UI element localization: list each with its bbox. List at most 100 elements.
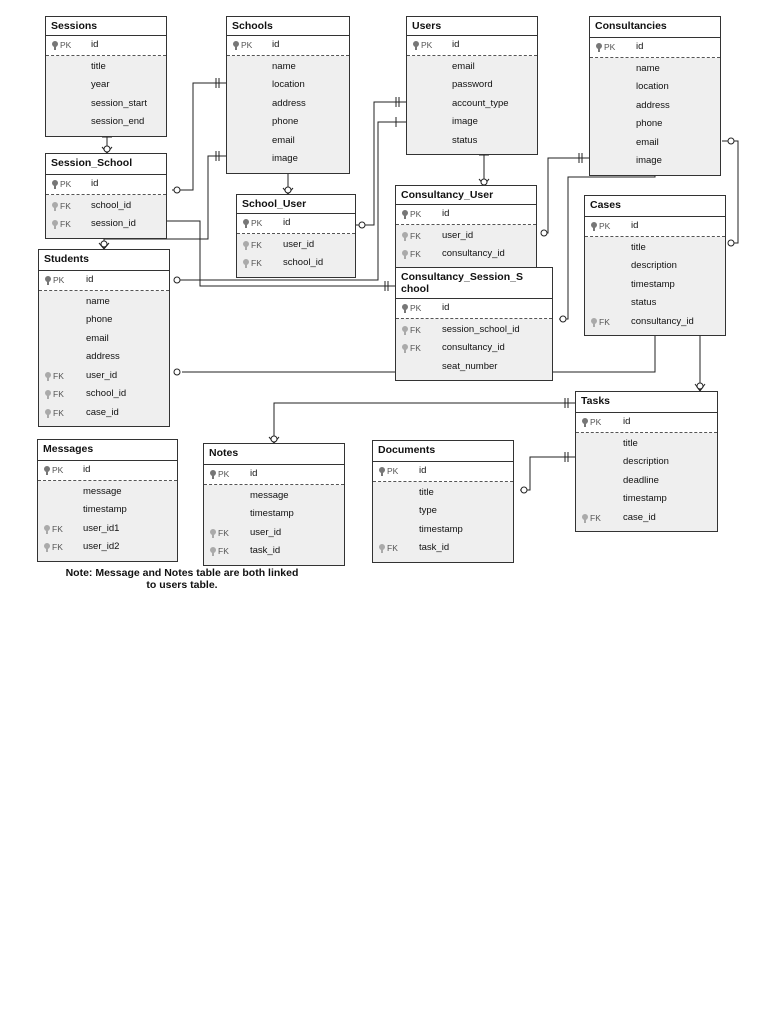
relationship-line <box>176 121 406 281</box>
field-name: description <box>631 260 677 271</box>
relationship-line <box>167 220 395 287</box>
field-name: timestamp <box>623 493 667 504</box>
table-row: title <box>373 484 513 503</box>
table-row: seat_number <box>396 358 552 377</box>
field-name: consultancy_id <box>442 248 505 259</box>
table-row: account_type <box>407 95 537 114</box>
field-name: consultancy_id <box>631 315 694 327</box>
primary-key-icon <box>402 210 408 219</box>
foreign-key-icon <box>45 371 51 381</box>
field-name: session_school_id <box>442 323 520 335</box>
foreign-key-icon <box>591 317 597 327</box>
table-title: Cases <box>584 195 726 217</box>
foreign-key-icon <box>210 547 216 556</box>
field-name: seat_number <box>442 360 498 372</box>
table-title: Students <box>38 249 170 271</box>
field-name: session_start <box>91 97 147 109</box>
primary-key-icon <box>243 219 249 228</box>
field-name: id <box>86 274 94 285</box>
optional-marker <box>358 221 366 229</box>
table-row: image <box>407 113 537 132</box>
table-row: title <box>46 58 166 77</box>
field-name: image <box>636 155 662 166</box>
field-name: case_id <box>86 406 119 418</box>
field-name: user_id2 <box>83 541 120 552</box>
primary-key-section: PK id <box>396 299 552 319</box>
relationship-line <box>172 82 226 191</box>
field-name: status <box>631 297 657 308</box>
field-name: user_id1 <box>83 522 120 534</box>
foreign-key-label: FK <box>60 200 71 211</box>
relationship-line <box>541 157 589 234</box>
field-name: session_id <box>91 218 136 229</box>
table-row: deadline <box>576 472 717 491</box>
table-title: Consultancy_Session_S chool <box>395 267 553 299</box>
foreign-key-icon <box>402 231 408 241</box>
primary-key-label: PK <box>60 179 72 189</box>
field-name: account_type <box>452 97 509 109</box>
foreign-key-label: FK <box>251 239 262 250</box>
field-name: id <box>442 302 450 313</box>
table-row: FK consultancy_id <box>585 313 725 332</box>
field-name: user_id <box>283 238 315 250</box>
table-row: description <box>585 257 725 276</box>
table-row: email <box>407 58 537 77</box>
optional-marker <box>727 137 735 145</box>
table-row: phone <box>590 115 720 134</box>
field-name: task_id <box>419 542 450 553</box>
field-name: email <box>272 134 295 146</box>
foreign-key-label: FK <box>599 316 610 327</box>
table-title: Consultancy_User <box>395 185 537 205</box>
foreign-key-icon <box>243 240 249 250</box>
foreign-key-icon <box>402 250 408 259</box>
field-name: timestamp <box>83 504 127 515</box>
foreign-key-label: FK <box>590 512 601 523</box>
field-name: phone <box>636 118 663 129</box>
field-name: user_id <box>250 526 282 538</box>
field-name: address <box>272 97 306 109</box>
field-name: email <box>636 136 659 148</box>
field-name: timestamp <box>419 523 463 535</box>
optional-marker <box>727 239 735 247</box>
table-row: title <box>585 239 725 258</box>
field-name: phone <box>272 116 299 127</box>
field-name: id <box>91 178 99 189</box>
primary-key-label: PK <box>410 303 422 313</box>
foreign-key-icon <box>45 408 51 418</box>
field-name: description <box>623 456 669 467</box>
foreign-key-icon <box>243 259 249 268</box>
foreign-key-label: FK <box>410 324 421 335</box>
table-row: address <box>39 348 169 367</box>
optional-marker <box>100 240 108 248</box>
primary-key-icon <box>596 43 602 52</box>
field-name: title <box>91 60 106 72</box>
